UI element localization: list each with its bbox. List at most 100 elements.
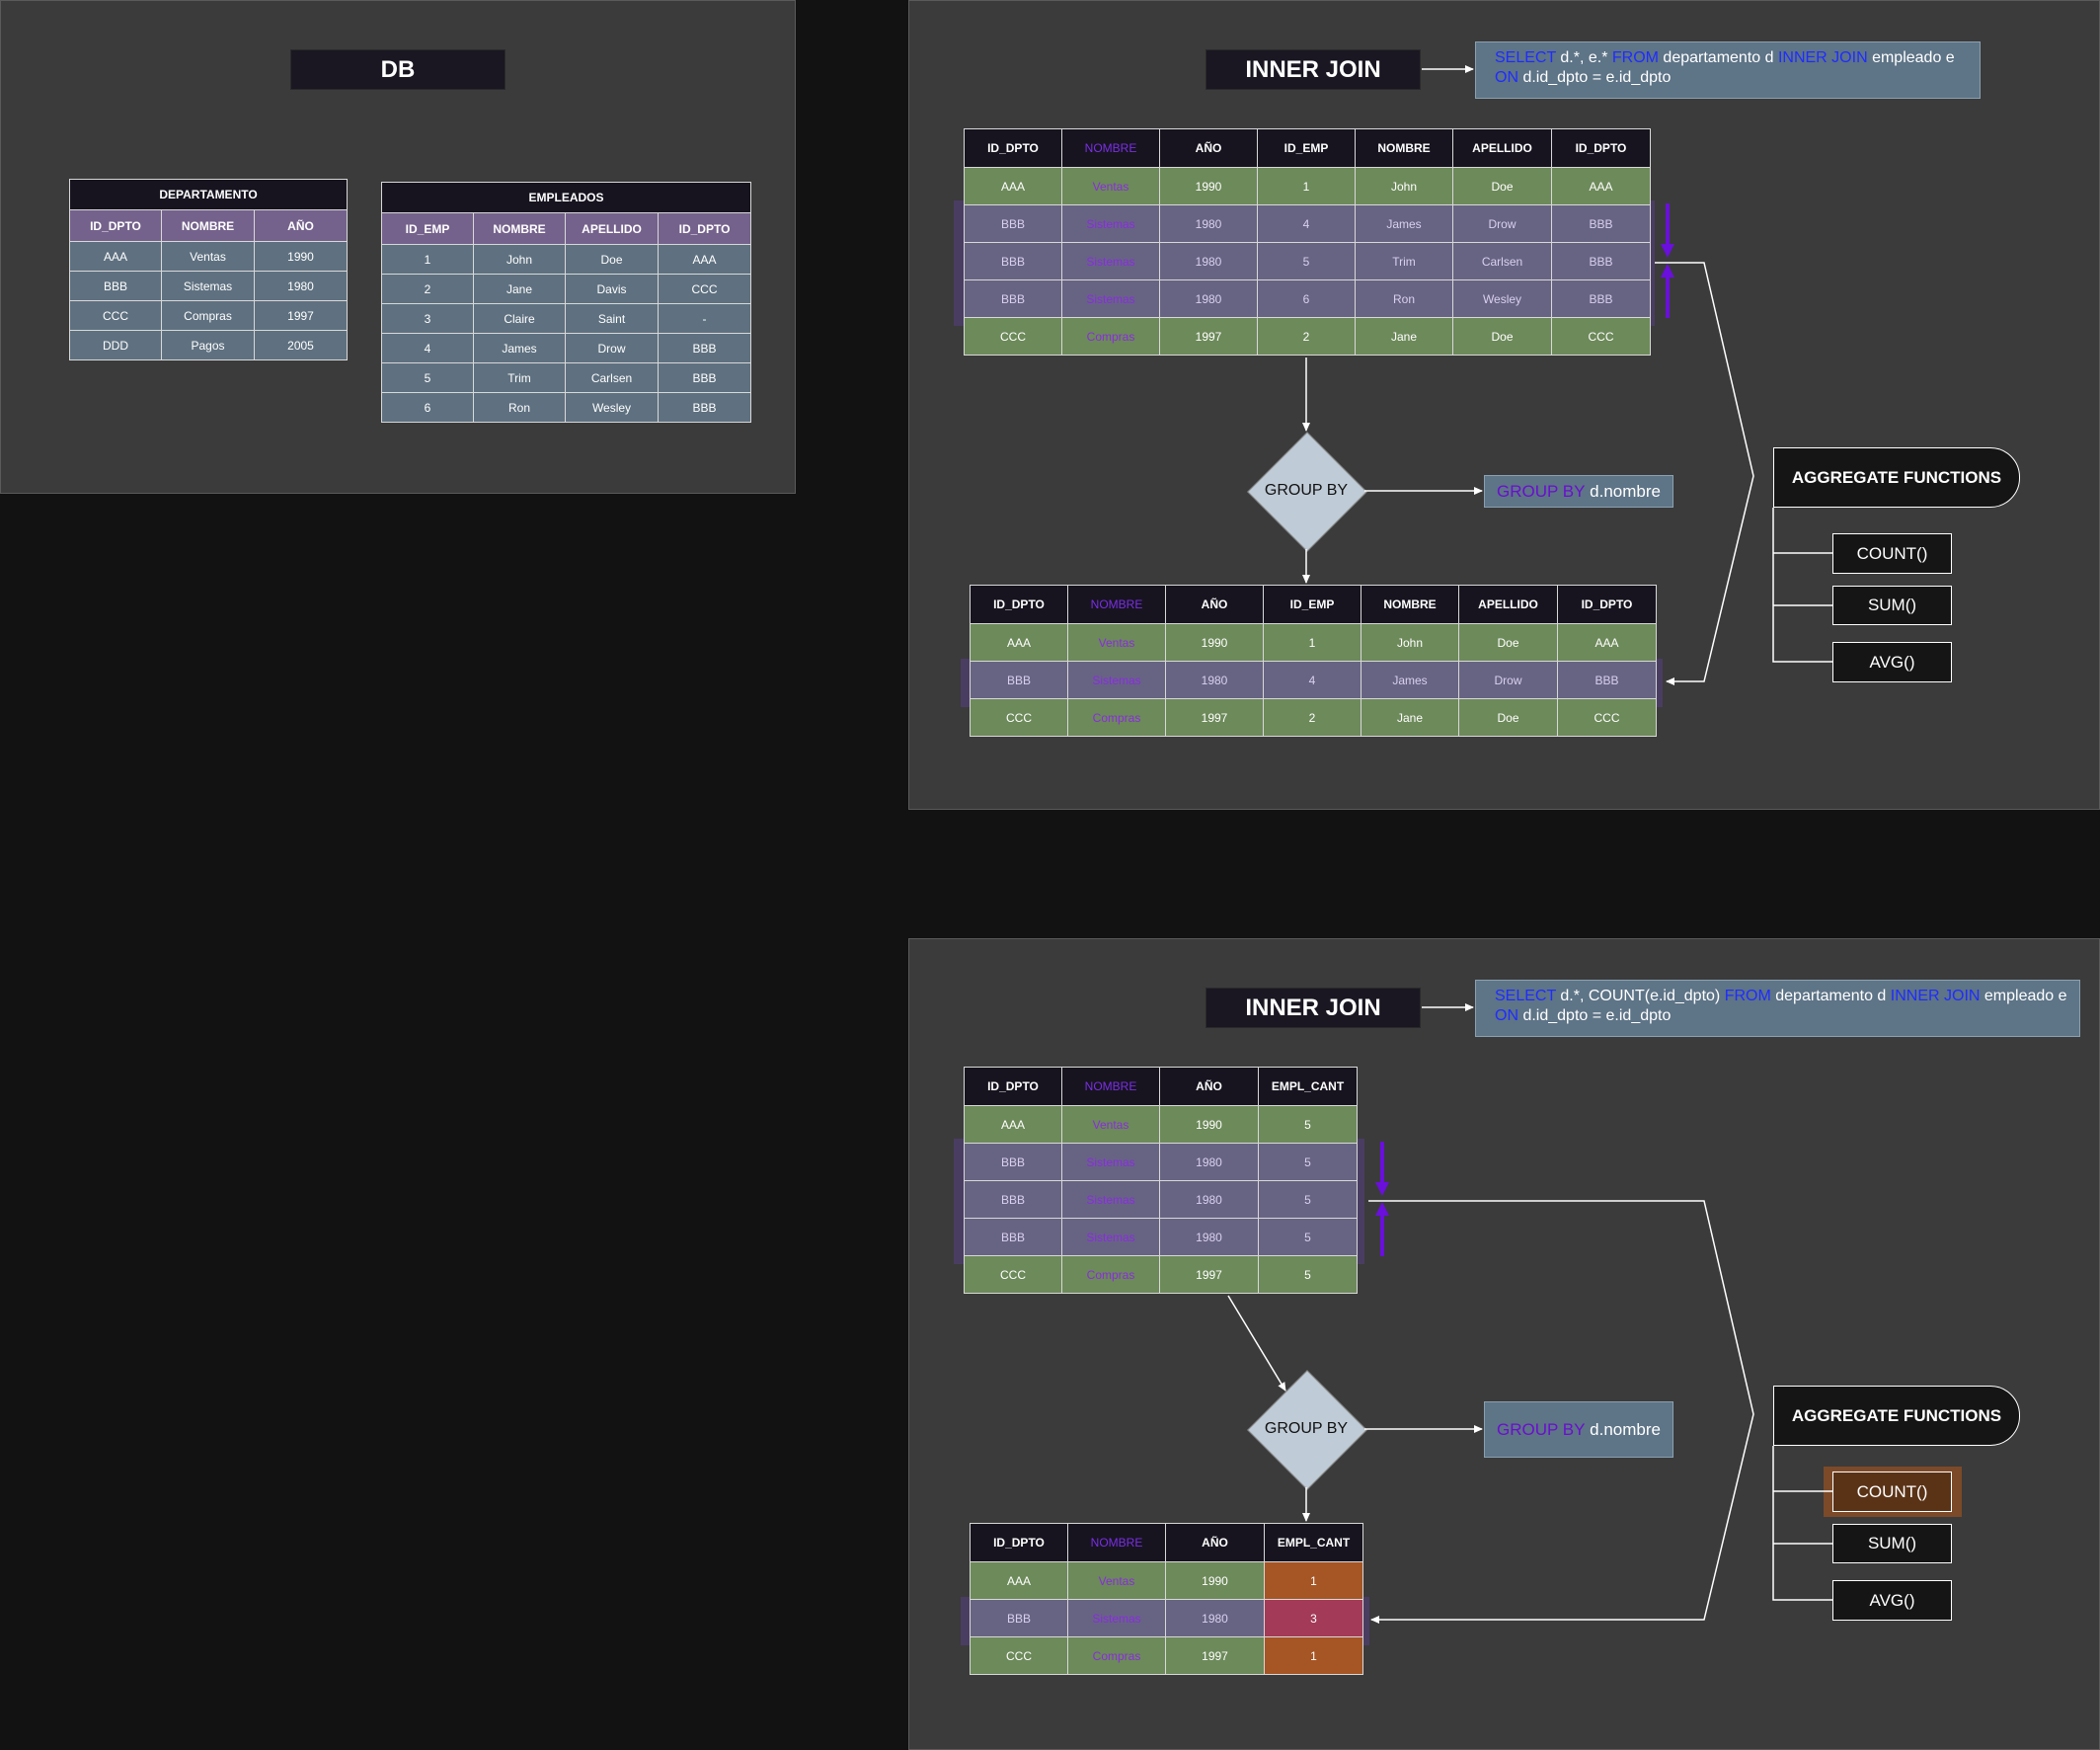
table-cell: Doe: [1458, 698, 1558, 737]
table-row: BBB Sistemas 1980 6 Ron Wesley BBB: [964, 279, 1651, 318]
table-cell: AAA: [964, 1105, 1062, 1144]
table-cell: Sistemas: [1067, 1599, 1166, 1637]
table-row: BBB Sistemas 1980 5: [964, 1218, 1358, 1256]
db-title: DB: [290, 49, 506, 90]
aggregate-functions-title-2: AGGREGATE FUNCTIONS: [1773, 1386, 2020, 1446]
table-cell: Drow: [1458, 661, 1558, 699]
table-row: 4 James Drow BBB: [381, 333, 752, 363]
table-cell: James: [473, 333, 566, 363]
count-cell: 3: [1264, 1599, 1363, 1637]
table-header: ID_EMP: [1257, 128, 1356, 168]
table-cell: Jane: [1355, 317, 1453, 356]
table-header: NOMBRE: [473, 212, 566, 245]
table-header: EMPL_CANT: [1258, 1067, 1358, 1106]
table-cell: BBB: [1557, 661, 1657, 699]
table-cell: 1990: [1165, 1561, 1265, 1600]
table-cell: 5: [1257, 242, 1356, 280]
sql-select-keyword: SELECT: [1495, 49, 1556, 66]
table-cell: Sistemas: [1061, 279, 1160, 318]
table-row: 5 Trim Carlsen BBB: [381, 362, 752, 393]
table-row: 6 Ron Wesley BBB: [381, 392, 752, 423]
table-row: 2 Jane Davis CCC: [381, 274, 752, 304]
table-header: ID_DPTO: [964, 1067, 1062, 1106]
result-table-1: ID_DPTO NOMBRE AÑO ID_EMP NOMBRE APELLID…: [970, 585, 1657, 737]
table-row: 3 Claire Saint -: [381, 303, 752, 334]
sql-select-keyword: SELECT: [1495, 988, 1556, 1004]
table-cell: AAA: [657, 244, 752, 275]
table-cell: 1980: [1159, 1143, 1259, 1181]
table-cell: 2: [381, 274, 474, 304]
table-row: CCC Compras 1997 1: [970, 1636, 1363, 1675]
table-cell: Sistemas: [1061, 242, 1160, 280]
table-header: ID_DPTO: [1551, 128, 1651, 168]
table-cell: DDD: [69, 330, 162, 360]
table-cell: Ventas: [1061, 167, 1160, 205]
diamond-label: GROUP BY: [1264, 482, 1349, 499]
table-cell: BBB: [970, 1599, 1068, 1637]
table-cell: AAA: [970, 1561, 1068, 1600]
table-cell: 1980: [1165, 661, 1264, 699]
table-header: NOMBRE: [1355, 128, 1453, 168]
table-cell: BBB: [657, 392, 752, 423]
table-cell: 1997: [253, 300, 349, 331]
table-cell: Saint: [565, 303, 659, 334]
table-cell: Sistemas: [1061, 1143, 1160, 1181]
table-cell: Carlsen: [565, 362, 659, 393]
table-header: ID_DPTO: [69, 209, 162, 242]
table-cell: 1: [1257, 167, 1356, 205]
table-cell: John: [1355, 167, 1453, 205]
sql-text: d.id_dpto = e.id_dpto: [1518, 69, 1672, 86]
table-cell: John: [473, 244, 566, 275]
table-header: ID_DPTO: [964, 128, 1062, 168]
table-cell: BBB: [1551, 204, 1651, 243]
table-cell: AAA: [69, 241, 162, 272]
table-cell: Ventas: [1067, 623, 1166, 662]
group-by-diamond-1: GROUP BY: [1247, 432, 1367, 552]
count-function-box: COUNT(): [1832, 533, 1952, 574]
sql-from-keyword: FROM: [1611, 49, 1659, 66]
group-by-clause-1: GROUP BY d.nombre: [1484, 475, 1673, 508]
table-cell: Compras: [161, 300, 255, 331]
table-cell: 1980: [1159, 1180, 1259, 1219]
table-cell: Ron: [1355, 279, 1453, 318]
table-cell: 1997: [1159, 1255, 1259, 1294]
table-cell: 1990: [1165, 623, 1264, 662]
table-cell: 1980: [253, 271, 349, 301]
group-by-keyword: GROUP BY: [1497, 481, 1586, 501]
table-cell: 1: [1263, 623, 1361, 662]
table-cell: 1980: [1159, 242, 1258, 280]
table-cell: BBB: [964, 1180, 1062, 1219]
table-cell: AAA: [1551, 167, 1651, 205]
table-cell: Pagos: [161, 330, 255, 360]
inner-join-title-1: INNER JOIN: [1206, 49, 1421, 90]
table-cell: Compras: [1061, 317, 1160, 356]
table-cell: CCC: [69, 300, 162, 331]
table-cell: 1: [381, 244, 474, 275]
group-by-keyword: GROUP BY: [1497, 1419, 1586, 1439]
table-cell: Jane: [473, 274, 566, 304]
table-header: NOMBRE: [1061, 128, 1160, 168]
table-header: APELLIDO: [565, 212, 659, 245]
table-cell: CCC: [1557, 698, 1657, 737]
group-by-text: d.nombre: [1585, 1419, 1661, 1439]
table-cell: 1997: [1165, 1636, 1265, 1675]
table-cell: AAA: [1557, 623, 1657, 662]
table-cell: 6: [1257, 279, 1356, 318]
table-cell: -: [657, 303, 752, 334]
avg-function-box: AVG(): [1832, 642, 1952, 682]
table-row: CCC Compras 1997 5: [964, 1255, 1358, 1294]
table-cell: Sistemas: [1061, 204, 1160, 243]
diamond-label: GROUP BY: [1264, 1420, 1349, 1437]
table-header: APELLIDO: [1458, 585, 1558, 624]
table-cell: 4: [1263, 661, 1361, 699]
table-header: AÑO: [1159, 128, 1258, 168]
table-cell: Doe: [1458, 623, 1558, 662]
table-cell: 1980: [1159, 279, 1258, 318]
table-row: CCC Compras 1997 2 Jane Doe CCC: [964, 317, 1651, 356]
table-row: BBB Sistemas 1980 4 James Drow BBB: [970, 661, 1657, 699]
join-table-2: ID_DPTO NOMBRE AÑO EMPL_CANT AAA Ventas …: [964, 1067, 1358, 1294]
sql-on-keyword: ON: [1495, 1007, 1518, 1024]
departamento-table: DEPARTAMENTO ID_DPTO NOMBRE AÑO AAA Vent…: [68, 179, 349, 360]
table-header: ID_DPTO: [970, 585, 1068, 624]
table-cell: BBB: [1551, 242, 1651, 280]
